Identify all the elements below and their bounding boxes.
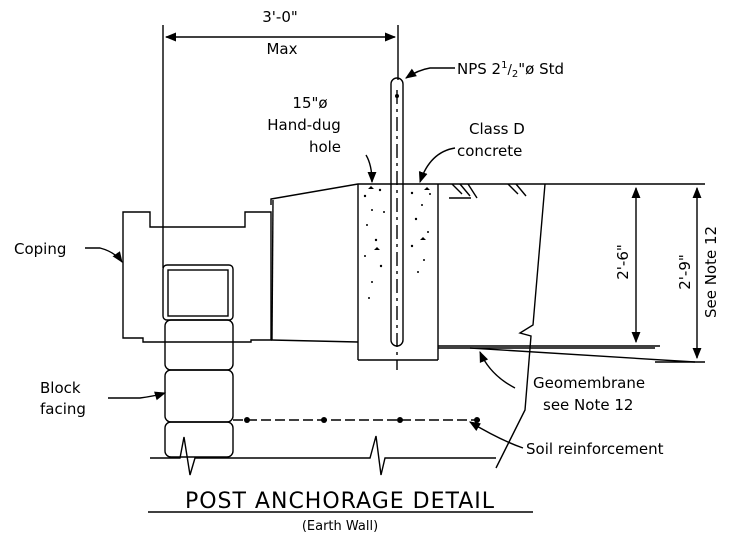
depth-dimension-inner [438, 183, 660, 347]
soil-dot-1 [244, 417, 250, 423]
soil-reinforcement-label: Soil reinforcement [526, 440, 664, 458]
block-leader [108, 391, 167, 401]
coping [122, 211, 272, 343]
geomembrane-label-2: see Note 12 [543, 396, 633, 414]
soil-dot-4 [474, 417, 480, 423]
drawing-title: POST ANCHORAGE DETAIL [185, 489, 495, 514]
depth-outer-note: See Note 12 [702, 226, 720, 318]
width-sublabel: Max [266, 40, 297, 58]
drawing-subtitle: (Earth Wall) [302, 519, 378, 534]
concrete-footing [357, 184, 439, 361]
soil-dot-2 [321, 417, 327, 423]
concrete-stipple [363, 186, 431, 299]
post [390, 77, 404, 370]
post-leader [405, 67, 455, 79]
ground-hatch [449, 183, 527, 199]
ground-surface [270, 183, 545, 205]
depth-dimension-outer [655, 183, 705, 363]
hole-label-1: 15"ø [292, 94, 327, 112]
depth-outer-label: 2'-9" [676, 254, 694, 290]
break-line-right [495, 183, 546, 469]
coping-label: Coping [14, 240, 66, 258]
coping-leader [85, 247, 123, 263]
concrete-label-2: concrete [457, 142, 522, 160]
soil-leader [469, 421, 524, 449]
depth-inner-label: 2'-6" [614, 244, 632, 280]
block-label-2: facing [40, 400, 86, 418]
concrete-label-1: Class D [469, 120, 525, 138]
hole-leader [365, 154, 377, 184]
block-facing [162, 264, 234, 458]
block-label-1: Block [40, 379, 81, 397]
post-label: NPS 21/2"ø Std [457, 60, 564, 80]
geomembrane-leader [479, 350, 516, 389]
bottom-break-line [150, 435, 496, 476]
width-label: 3'-0" [262, 8, 298, 26]
soil-dot-3 [397, 417, 403, 423]
concrete-leader [418, 147, 456, 184]
geomembrane-label-1: Geomembrane [533, 374, 645, 392]
width-dimension [162, 25, 399, 268]
post-top-mark [395, 94, 399, 98]
hole-label-3: hole [309, 138, 341, 156]
hole-label-2: Hand-dug [267, 116, 340, 134]
